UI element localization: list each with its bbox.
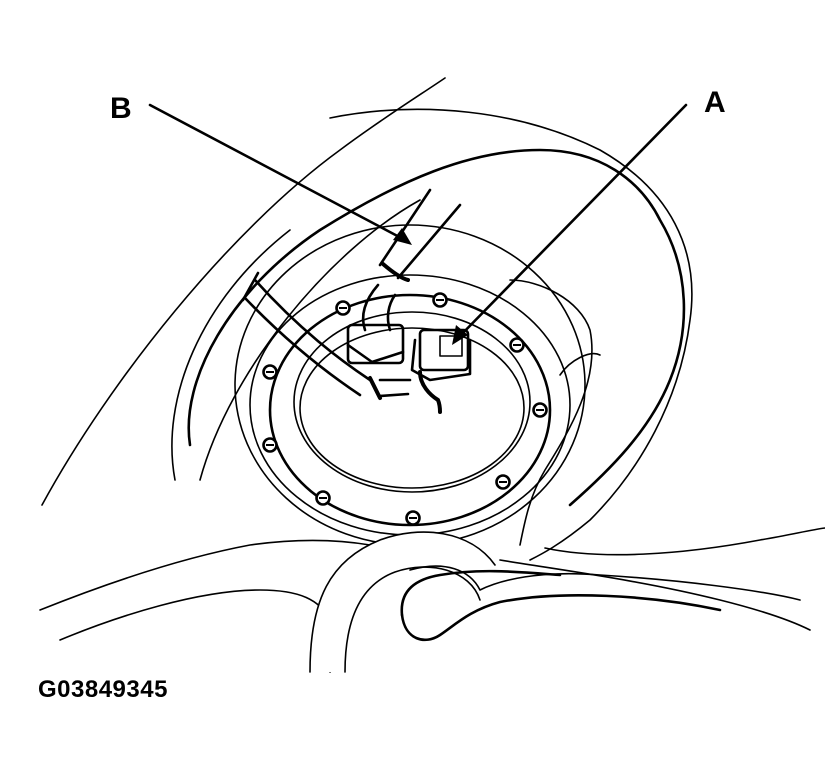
bolt-7 <box>315 490 331 506</box>
bolt-4 <box>532 402 548 418</box>
bolt-3 <box>509 337 525 353</box>
arrowhead-a <box>452 325 468 345</box>
bolt-2 <box>432 292 448 308</box>
callout-label-b: B <box>110 92 132 125</box>
foreground-panel <box>309 531 801 673</box>
callout-leaders <box>148 103 688 345</box>
callout-label-a: A <box>704 86 726 119</box>
electrical-connector <box>410 328 472 414</box>
bolt-8 <box>262 437 278 453</box>
bolt-1 <box>335 300 351 316</box>
bolt-6 <box>405 510 421 526</box>
arrowhead-b <box>393 228 412 245</box>
bolt-5 <box>495 474 511 490</box>
bolt-9 <box>262 364 278 380</box>
fuel-hose-assembly <box>241 188 462 400</box>
mounting-bolts <box>262 292 548 526</box>
figure-code: G03849345 <box>38 676 168 703</box>
